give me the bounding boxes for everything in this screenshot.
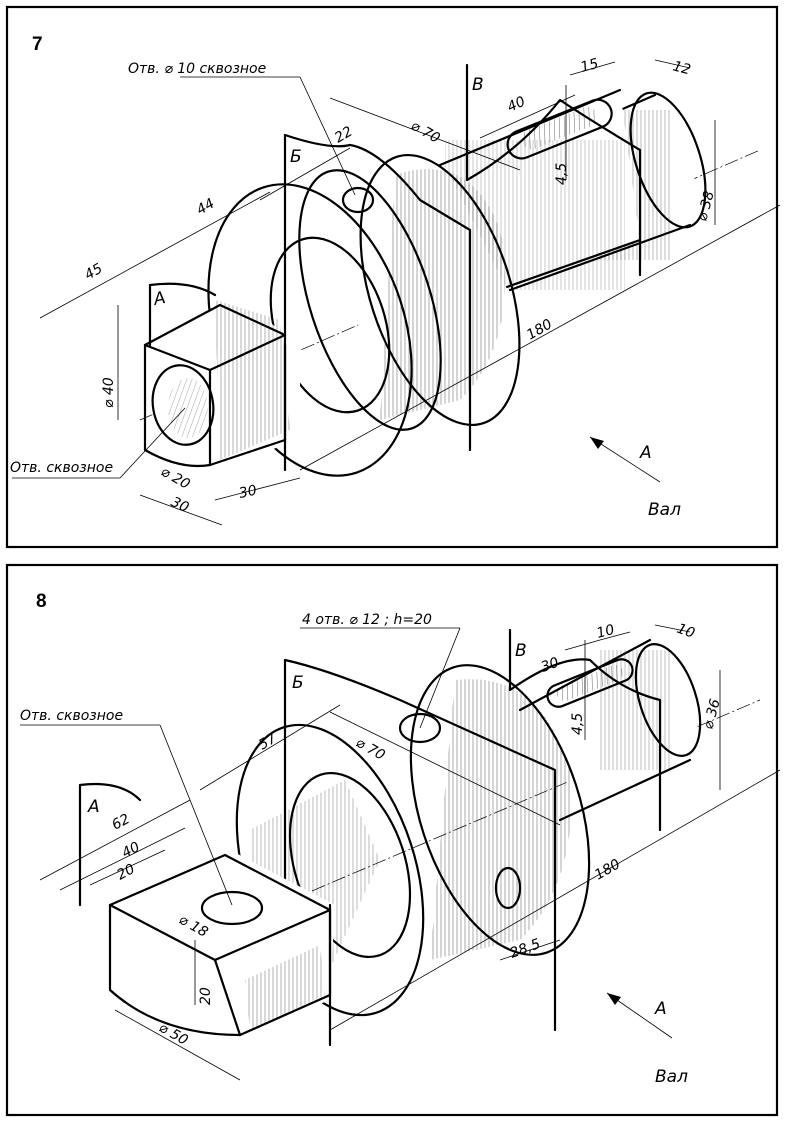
through-hole [151,364,215,446]
through-hole-d18 [200,890,264,926]
dim-d40: ⌀ 40 [101,377,117,408]
part-title-8: Вал [655,1067,688,1087]
right-shaft-end-8 [518,630,702,822]
through-note-8: Отв. сквозное [20,708,123,724]
hole-note-8: 4 отв. ⌀ 12 ; h=20 [302,612,432,628]
section-plane-a-8 [78,782,332,1047]
dim-d70-8: ⌀ 70 [353,735,388,764]
dim-180: 180 [524,316,555,343]
section-label-b: Б [290,147,302,167]
keyway-slot-8 [546,658,634,708]
figure-7: 7 [5,5,781,549]
dim-180-8: 180 [592,856,623,883]
dim-d36: ⌀ 36 [700,697,723,731]
dim-57: 57 [256,731,280,754]
dim-20-top: 20 [114,861,137,884]
through-note: Отв. сквозное [10,460,113,476]
dim-15: 15 [579,56,600,76]
keyway-slot [506,98,613,160]
dim-20-side: 20 [198,987,214,1005]
collar-d70-8 [398,664,591,960]
dim-12: 12 [671,58,692,78]
section-label-v-8: В [515,641,527,661]
view-arrow-label: A [639,443,652,463]
dim-44: 44 [194,196,217,219]
section-label-a: А [151,288,168,310]
section-label-v: В [472,75,484,95]
flat-head [108,850,335,1037]
figure-8: 8 [5,563,781,1117]
section-plane-a [148,282,287,472]
figure-7-number: 7 [32,34,43,55]
part-title: Вал [648,500,681,520]
dim-22: 22 [332,124,356,147]
dim-40-8: 40 [119,839,142,862]
dim-d20: ⌀ 20 [158,464,193,493]
dim-62: 62 [109,811,132,834]
section-plane-v [465,63,642,277]
dim-d70: ⌀ 70 [408,118,443,147]
section-label-a-8: А [87,797,100,817]
figure-8-number: 8 [36,591,47,612]
dim-30-8: 30 [539,655,561,676]
hole-d12-side [494,866,522,910]
section-label-b-8: Б [292,673,304,693]
figure-8-frame [5,563,779,1117]
dim-d38: ⌀ 38 [694,189,717,223]
dim-d50: ⌀ 50 [156,1020,191,1049]
dim-10-a: 10 [595,622,616,642]
hole-d12-top [398,712,442,744]
view-arrow-label-8: A [654,999,667,1019]
dimension-lines [12,59,781,526]
dim-45: 45 [82,261,106,284]
dimension-lines-8 [20,624,781,1081]
dim-keyway-40: 40 [505,94,528,116]
dim-key-depth: 4,5 [554,163,570,185]
section-plane-v-8 [508,628,662,832]
dim-30-a: 30 [168,494,191,516]
dim-key-depth-8: 4,5 [570,713,586,735]
hole-d10 [341,186,375,214]
dim-10-b: 10 [675,621,697,642]
figure-7-frame [5,5,779,549]
view-arrow-a [589,436,661,483]
hole-note: Отв. ⌀ 10 сквозное [128,61,266,77]
dim-30-b: 30 [238,483,259,502]
square-head [143,300,300,470]
middle-shaft [438,88,642,302]
view-arrow-a-8 [606,992,673,1039]
